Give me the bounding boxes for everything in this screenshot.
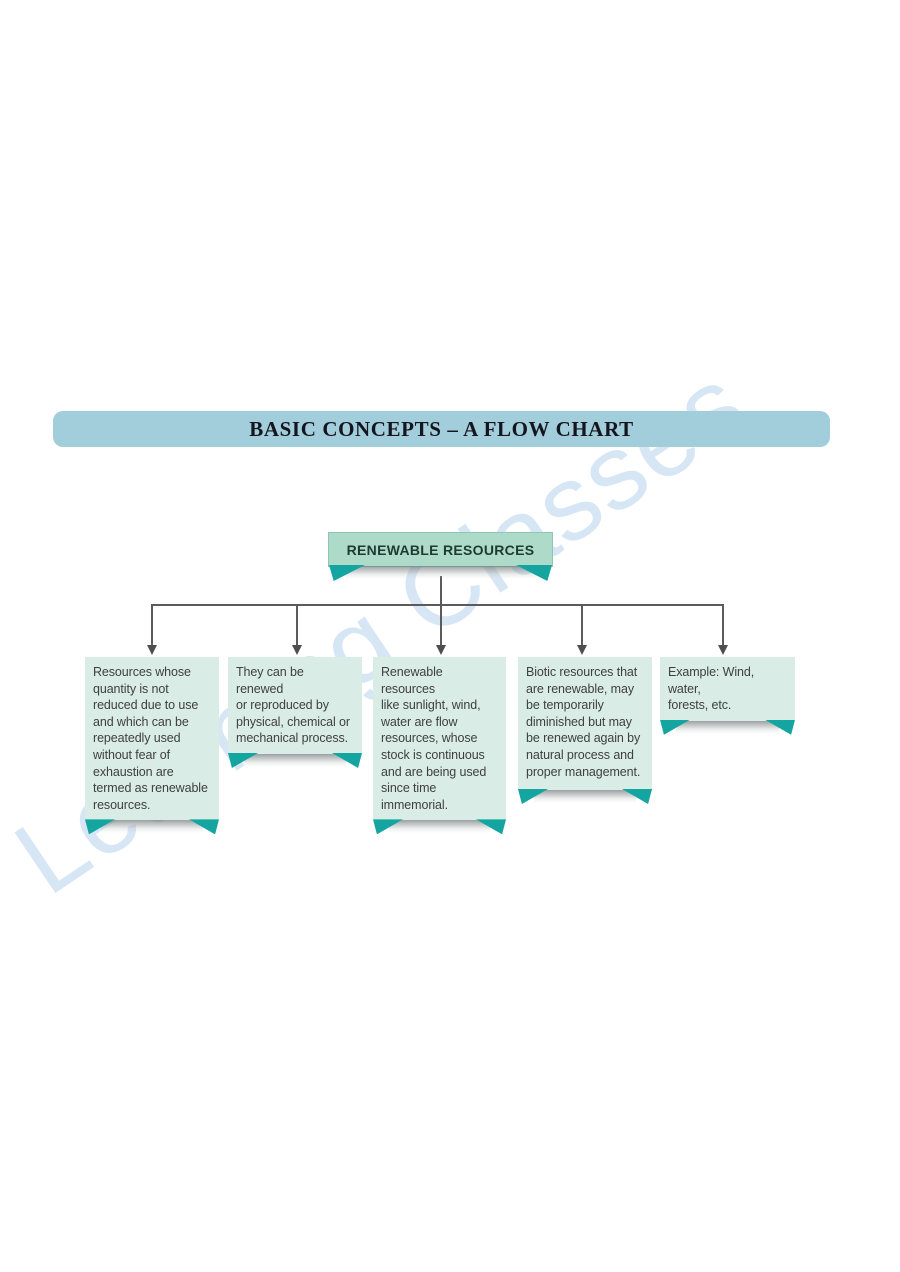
note-text: They can be renewed or reproduced by phy… xyxy=(236,665,350,746)
arrow-down-icon xyxy=(718,645,728,655)
note-shadow xyxy=(534,790,636,803)
root-shadow xyxy=(345,566,536,579)
note-box-examples: Example: Wind, water, forests, etc. xyxy=(660,657,795,735)
connector-drop-5 xyxy=(722,604,724,646)
note-text: Biotic resources that are renewable, may… xyxy=(526,665,641,779)
connector-drop-2 xyxy=(296,604,298,646)
connector-crossbar xyxy=(152,604,724,606)
note-text: Example: Wind, water, forests, etc. xyxy=(668,665,755,713)
arrow-down-icon xyxy=(577,645,587,655)
note-shadow xyxy=(389,820,490,834)
arrow-down-icon xyxy=(436,645,446,655)
note-box-biotic-resources: Biotic resources that are renewable, may… xyxy=(518,657,652,804)
root-node-label: RENEWABLE RESOURCES xyxy=(346,541,535,558)
connector-drop-3 xyxy=(440,604,442,646)
connector-stem xyxy=(440,576,442,605)
page-title: BASIC CONCEPTS – A FLOW CHART xyxy=(249,416,634,441)
note-box-renewal-process: They can be renewed or reproduced by phy… xyxy=(228,657,362,768)
connector-drop-1 xyxy=(151,604,153,646)
note-box-definition: Resources whose quantity is not reduced … xyxy=(85,657,219,835)
note-text: Resources whose quantity is not reduced … xyxy=(93,665,208,812)
note-text: Renewable resources like sunlight, wind,… xyxy=(381,665,487,812)
note-shadow xyxy=(244,753,346,767)
note-box-flow-resources: Renewable resources like sunlight, wind,… xyxy=(373,657,506,835)
arrow-down-icon xyxy=(292,645,302,655)
note-shadow xyxy=(101,820,203,834)
note-shadow xyxy=(676,720,779,734)
connector-drop-4 xyxy=(581,604,583,646)
root-node: RENEWABLE RESOURCES xyxy=(328,532,553,581)
arrow-down-icon xyxy=(147,645,157,655)
title-banner: BASIC CONCEPTS – A FLOW CHART xyxy=(53,411,830,447)
